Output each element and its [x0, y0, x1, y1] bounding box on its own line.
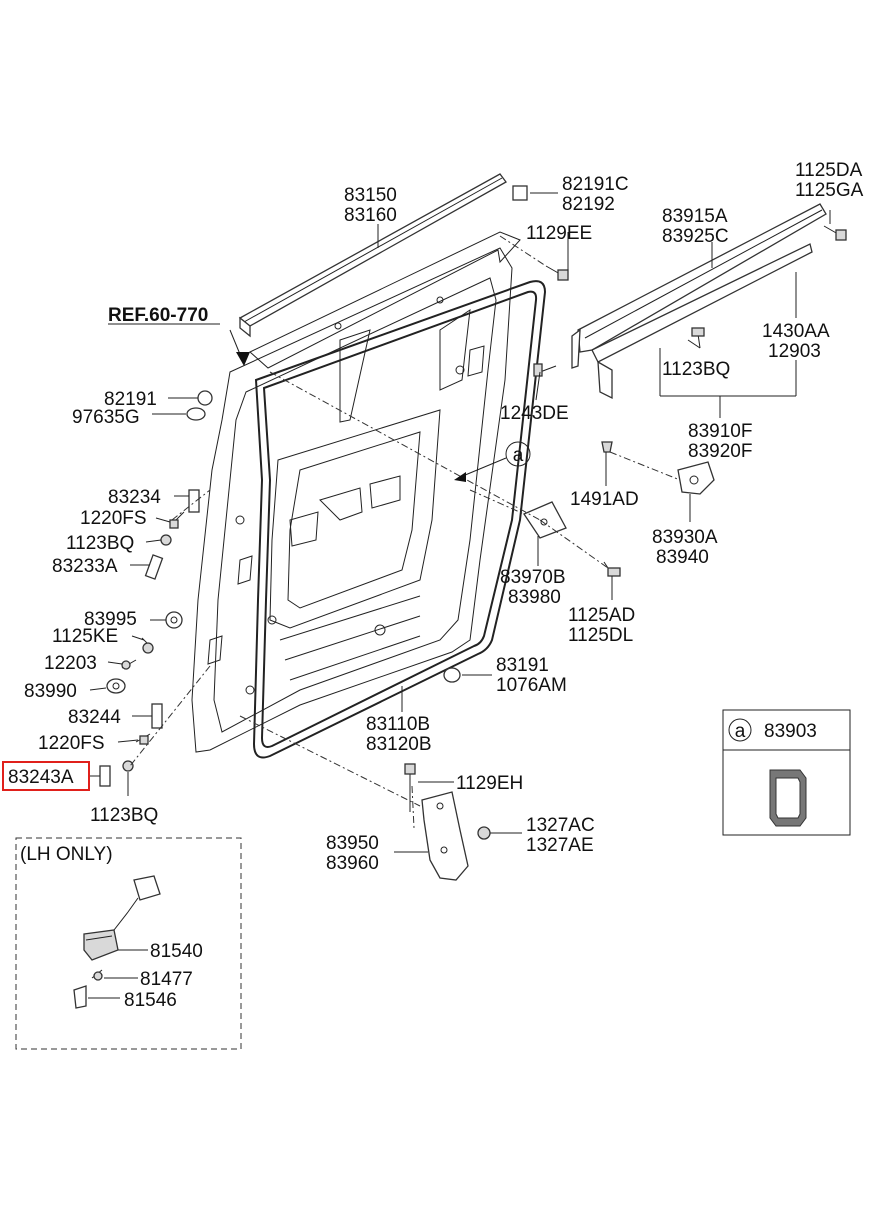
label-1129EE: 1129EE: [526, 223, 592, 244]
label-83110B: 83110B: [366, 714, 430, 735]
bolt-1129EH: [404, 763, 416, 812]
lh-only-label: (LH ONLY): [20, 844, 113, 865]
label-1243DE: 1243DE: [500, 403, 569, 424]
label-83150: 83150: [344, 185, 397, 206]
highlight-box: [2, 761, 90, 791]
label-1220FS-lower: 1220FS: [38, 733, 105, 754]
label-82191C: 82191C: [562, 174, 629, 195]
callout-letter: a: [513, 445, 524, 466]
clip-82191C: [512, 185, 528, 201]
label-83234: 83234: [108, 487, 161, 508]
label-83120B: 83120B: [366, 734, 432, 755]
label-83940: 83940: [656, 547, 709, 568]
label-83990: 83990: [24, 681, 77, 702]
label-82191: 82191: [104, 389, 157, 410]
label-83191: 83191: [496, 655, 549, 676]
leader-lines: [89, 192, 831, 853]
bolt-1125DA: [823, 225, 847, 241]
label-83244: 83244: [68, 707, 121, 728]
screw-81477: [91, 969, 103, 981]
label-12903: 12903: [768, 341, 821, 362]
label-1123BQ-right: 1123BQ: [662, 359, 730, 380]
actuator-81540: [83, 875, 161, 961]
label-83903: 83903: [764, 721, 817, 742]
label-12203: 12203: [44, 653, 97, 674]
lh-only-box: (LH ONLY) 81540 81477 81546: [15, 837, 242, 1050]
clip-82191: [197, 390, 213, 406]
bumper-83995: [165, 611, 183, 629]
label-1123BQ-upper: 1123BQ: [66, 533, 134, 554]
label-1123BQ-lower: 1123BQ: [90, 805, 158, 826]
label-83910F: 83910F: [688, 421, 752, 442]
bracket-81546: [73, 985, 87, 1009]
bolt-1125AD: [603, 561, 621, 577]
label-81540: 81540: [150, 941, 203, 962]
pad-83903: [769, 769, 807, 827]
label-83950: 83950: [326, 833, 379, 854]
label-81546: 81546: [124, 990, 177, 1011]
door-weatherstrip: [252, 280, 547, 759]
label-1327AE: 1327AE: [526, 835, 594, 856]
label-81477: 81477: [140, 969, 193, 990]
screw-1125KE: [141, 637, 154, 654]
label-97635G: 97635G: [72, 407, 140, 428]
lower-bracket-83950: [421, 791, 469, 881]
label-1125DL: 1125DL: [568, 625, 633, 646]
cap-97635G: [186, 407, 206, 421]
label-1220FS-upper: 1220FS: [80, 508, 147, 529]
screw-12203: [121, 659, 137, 670]
bumper-83990: [106, 678, 126, 694]
label-1129EH: 1129EH: [456, 773, 523, 794]
inset-83903: a 83903: [722, 709, 851, 836]
clip-1491AD: [601, 441, 613, 453]
label-83243A: 83243A: [8, 767, 74, 788]
bolt-1220FS-upper: [169, 511, 185, 529]
striker-83930A: [677, 461, 715, 495]
label-83980: 83980: [508, 587, 561, 608]
nut-1123BQ-lower: [122, 760, 134, 772]
lower-rail: [571, 203, 827, 400]
grommet-83191: [443, 667, 461, 683]
part-labels: REF.60-770 83150 83160 82191C 82192 1129…: [2, 160, 864, 874]
label-1125KE: 1125KE: [52, 626, 118, 647]
door-panel: [191, 231, 521, 753]
inset-callout-letter: a: [735, 721, 746, 742]
label-1430AA: 1430AA: [762, 321, 830, 342]
label-1125DA: 1125DA: [795, 160, 863, 181]
label-83930A: 83930A: [652, 527, 718, 548]
hinge-83233A: [144, 554, 164, 580]
nut-1123BQ-upper: [160, 534, 172, 546]
label-83920F: 83920F: [688, 441, 752, 462]
bolt-1123BQ-right: [691, 327, 705, 349]
label-83233A: 83233A: [52, 556, 118, 577]
label-1327AC: 1327AC: [526, 815, 595, 836]
upper-rail: [238, 173, 507, 338]
hinge-83234: [188, 489, 200, 513]
label-83915A: 83915A: [662, 206, 728, 227]
bolt-1220FS-lower: [135, 733, 151, 745]
ref-label: REF.60-770: [108, 305, 208, 326]
label-83995: 83995: [84, 609, 137, 630]
bolt-1129EE: [545, 265, 569, 281]
label-83160: 83160: [344, 205, 397, 226]
label-1125GA: 1125GA: [795, 180, 864, 201]
bolt-1243DE: [533, 363, 557, 377]
label-83970B: 83970B: [500, 567, 566, 588]
label-83960: 83960: [326, 853, 379, 874]
label-82192: 82192: [562, 194, 615, 215]
label-83925C: 83925C: [662, 226, 729, 247]
assembly-lines: [129, 235, 681, 829]
callout-a-marker: a: [454, 441, 531, 482]
label-1076AM: 1076AM: [496, 675, 567, 696]
label-1491AD: 1491AD: [570, 489, 639, 510]
hinge-83244: [151, 703, 163, 729]
fasteners: [99, 185, 847, 881]
label-1125AD: 1125AD: [568, 605, 635, 626]
bracket-83970B: [523, 501, 567, 539]
nut-1327AC: [477, 826, 491, 840]
plate-83243A: [99, 765, 111, 787]
